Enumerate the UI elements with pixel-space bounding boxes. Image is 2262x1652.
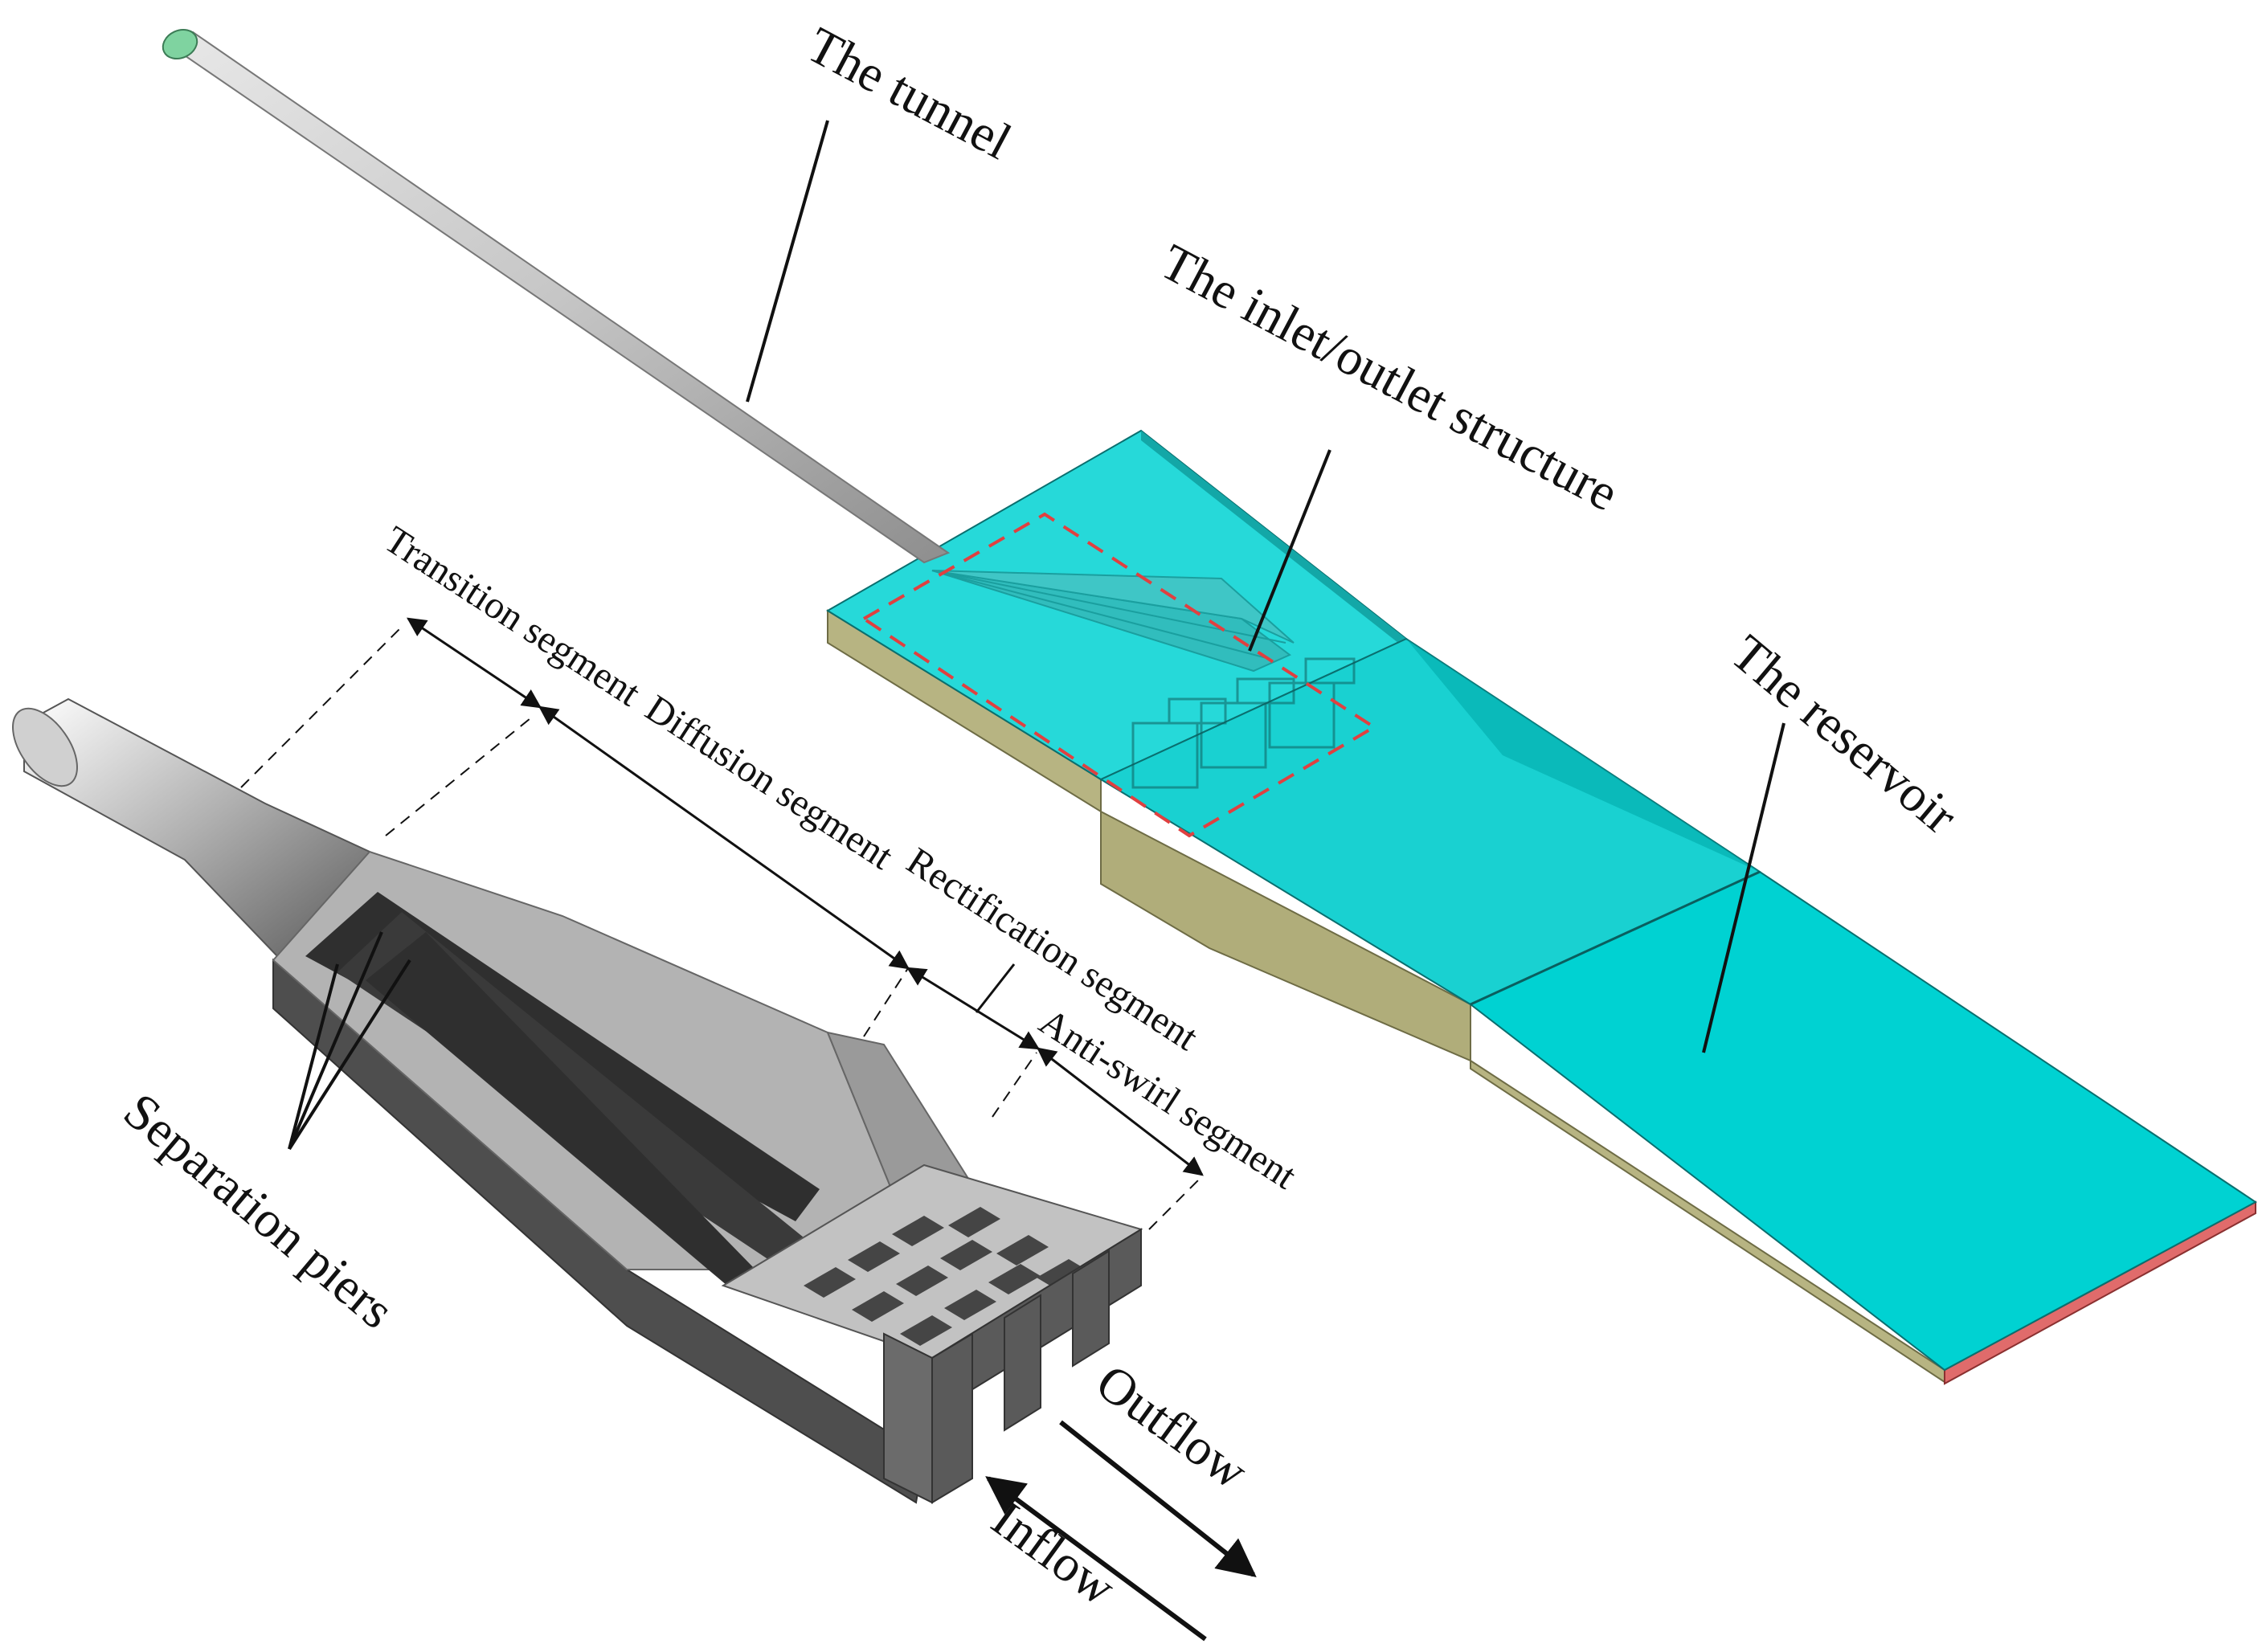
label-reservoir: The reservoir bbox=[1720, 624, 1968, 844]
label-transition-segment: Transition segment bbox=[377, 518, 648, 715]
upper-platform-back-wall bbox=[1141, 431, 1406, 643]
label-outflow: Outflow bbox=[1086, 1353, 1258, 1500]
label-inlet-outlet: The inlet/outlet structure bbox=[1151, 233, 1627, 522]
tunnel-leader bbox=[746, 120, 829, 403]
reservoir-ridge-line bbox=[1470, 870, 1761, 1006]
detail-structure bbox=[12, 697, 1143, 1504]
label-diffusion-segment: Diffusion segment bbox=[638, 687, 901, 878]
separation-piers-leaders bbox=[288, 931, 411, 1151]
anti-swirl-dimension-arrow bbox=[1037, 1047, 1204, 1176]
segment-dimensions bbox=[240, 617, 1204, 1230]
tunnel-pipe bbox=[162, 29, 951, 564]
reservoir-leader bbox=[1702, 722, 1785, 1053]
rectification-leader bbox=[975, 963, 1016, 1013]
slope-shadow-band bbox=[1406, 639, 1760, 872]
grid-slots bbox=[804, 1207, 1089, 1346]
label-tunnel: The tunnel bbox=[798, 16, 1021, 170]
ghost-grid bbox=[1131, 657, 1356, 789]
slope-soil-side bbox=[1100, 810, 1471, 1062]
label-separation-piers: Separation piers bbox=[113, 1082, 405, 1339]
rectification-dimension-arrow bbox=[906, 967, 1041, 1050]
outflow-arrow bbox=[1059, 1420, 1257, 1577]
inlet-outlet-ghost bbox=[931, 570, 1356, 789]
transition-dimension-arrow bbox=[407, 617, 542, 709]
diffusion-dimension-arrow bbox=[538, 705, 910, 970]
inlet-outlet-leader bbox=[1248, 449, 1331, 652]
tunnel-pipe-end bbox=[162, 29, 198, 59]
inflow-arrow bbox=[985, 1476, 1207, 1642]
label-inflow: Inflow bbox=[982, 1490, 1127, 1617]
front-fins bbox=[931, 1228, 1142, 1504]
